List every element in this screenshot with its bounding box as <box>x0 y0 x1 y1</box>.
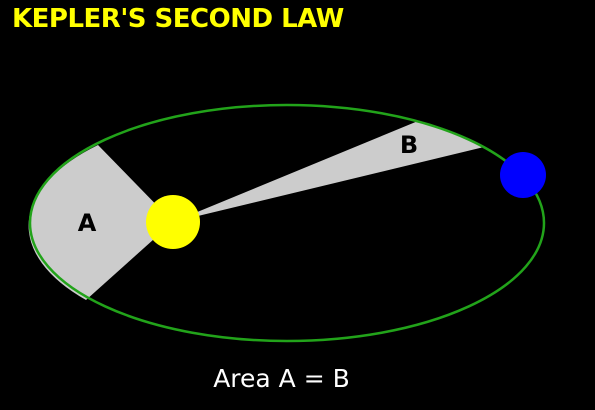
swept-area-b <box>173 121 484 222</box>
caption: Area A = B <box>213 364 350 393</box>
swept-area-a <box>28 145 174 300</box>
orbit-ellipse <box>28 103 546 343</box>
page-title: KEPLER'S SECOND LAW <box>12 4 344 34</box>
planet <box>500 152 546 198</box>
sun <box>146 195 200 249</box>
region-a-label: A <box>78 209 97 237</box>
region-b-label: B <box>400 131 418 159</box>
